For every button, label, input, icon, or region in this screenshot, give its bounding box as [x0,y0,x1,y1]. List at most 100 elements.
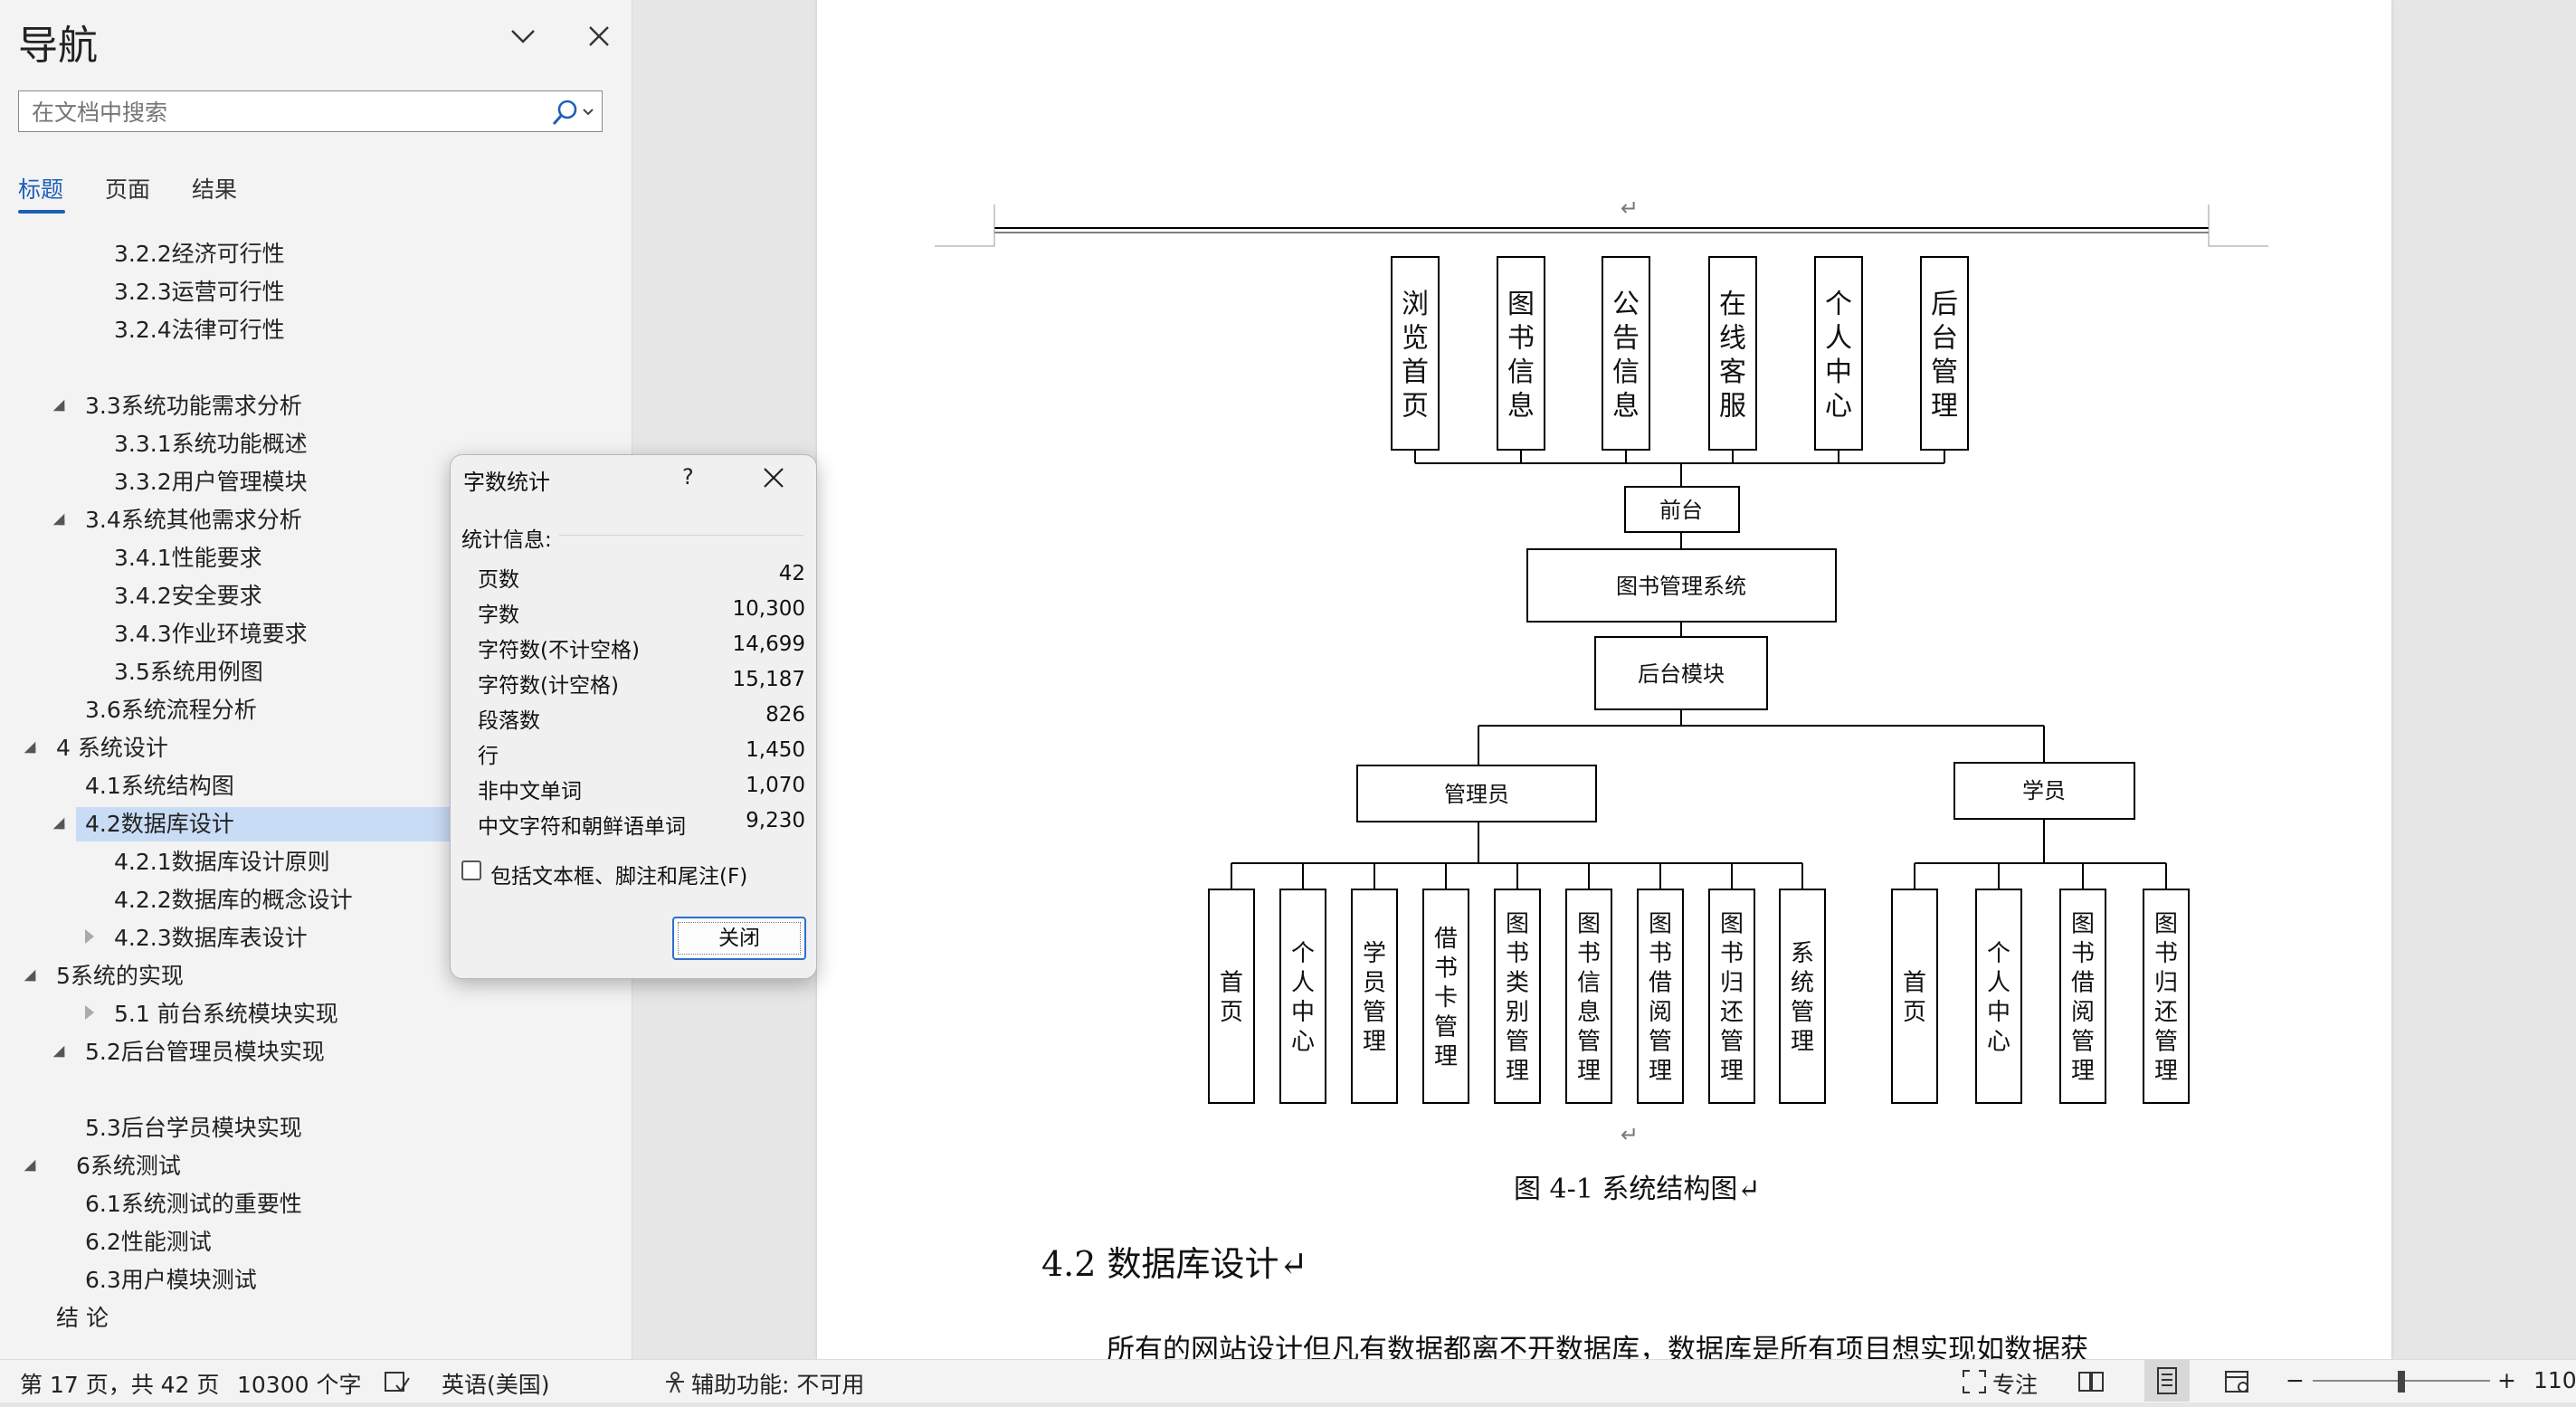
search-icon[interactable] [549,97,596,128]
stat-label: 非中文单词 [478,780,582,803]
nav-heading-item[interactable]: 4.2.2数据库的概念设计 [114,887,353,913]
zoom-out-button[interactable]: − [2286,1367,2305,1393]
stat-label: 字符数(不计空格) [478,639,640,662]
nav-heading-item[interactable]: 5.2后台管理员模块实现 [85,1039,325,1065]
accessibility-icon [666,1372,684,1393]
nav-heading-item[interactable]: 3.6系统流程分析 [85,697,257,723]
admin-module-label: 图书类别管理 [1506,911,1529,1086]
nav-heading-item[interactable]: 3.4.1性能要求 [114,545,262,571]
proofing-icon[interactable] [384,1371,411,1394]
stat-value: 14,699 [732,632,805,656]
nav-heading-item[interactable]: 3.2.3运营可行性 [114,279,285,305]
stat-label: 中文字符和朝鲜语单词 [478,815,686,839]
expand-caret-icon[interactable] [85,929,94,944]
tab-results[interactable]: 结果 [192,176,238,203]
nav-heading-item[interactable]: 3.4系统其他需求分析 [85,507,302,533]
collapse-caret-icon[interactable] [52,513,65,526]
accessibility-status[interactable]: 辅助功能: 不可用 [691,1372,865,1398]
collapse-caret-icon[interactable] [52,399,65,412]
help-button[interactable]: ? [682,464,694,490]
nav-heading-item[interactable]: 4.2.1数据库设计原则 [114,849,330,875]
nav-heading-item[interactable]: 5.1 前台系统模块实现 [114,1001,338,1027]
stat-row: 字符数(不计空格) 14,699 [478,632,805,667]
stat-label: 字数 [478,604,519,627]
admin-module-label: 图书借阅管理 [1649,911,1672,1086]
stat-label: 段落数 [478,709,540,733]
node-front: 前台 [1659,498,1703,523]
student-module-label: 个人中心 [1987,940,2010,1056]
language-indicator[interactable]: 英语(美国) [442,1372,550,1398]
body-paragraph: 所有的网站设计但凡有数据都离不开数据库，数据库是所有项目想实现如数据获 [1107,1334,2088,1359]
tab-headings[interactable]: 标题 [18,176,64,203]
close-icon[interactable] [760,464,787,491]
nav-heading-item[interactable]: 4 系统设计 [56,735,168,761]
nav-heading-item[interactable]: 6.1系统测试的重要性 [85,1191,302,1217]
stat-row: 字符数(计空格)15,187 [478,668,805,702]
nav-heading-item-selected[interactable]: 4.2数据库设计 [76,807,458,841]
nav-heading-item[interactable]: 6.2性能测试 [85,1229,212,1255]
nav-heading-item[interactable]: 6系统测试 [76,1153,181,1179]
nav-heading-item[interactable]: 3.4.3作业环境要求 [114,621,308,647]
nav-heading-item[interactable]: 6.3用户模块测试 [85,1267,257,1293]
admin-module-label: 图书信息管理 [1577,911,1601,1086]
node-system: 图书管理系统 [1616,574,1746,599]
nav-heading-item[interactable]: 3.2.4法律可行性 [114,317,285,343]
zoom-level[interactable]: 110 [2533,1367,2576,1393]
print-layout-button[interactable] [2144,1360,2190,1402]
focus-icon[interactable] [1962,1369,1987,1394]
nav-heading-item[interactable]: 3.5系统用例图 [114,659,263,685]
top-module-label: 图书信息 [1507,289,1535,423]
expand-caret-icon[interactable] [85,1005,94,1020]
stat-value: 15,187 [732,668,805,691]
stat-value: 1,450 [746,738,805,762]
nav-heading-item[interactable]: 3.3.2用户管理模块 [114,469,308,495]
stat-value: 1,070 [746,774,805,797]
read-mode-icon[interactable] [2077,1369,2105,1394]
nav-heading-item[interactable]: 4.2.3数据库表设计 [114,925,308,951]
paragraph-mark: ↵ [1621,1122,1639,1147]
collapse-caret-icon[interactable] [52,1045,65,1058]
nav-heading-item[interactable]: 3.4.2安全要求 [114,583,262,609]
zoom-in-button[interactable]: + [2497,1367,2516,1393]
tab-pages[interactable]: 页面 [105,176,151,203]
figure-caption: 图 4-1 系统结构图↵ [1514,1174,1761,1205]
admin-module-label: 个人中心 [1291,940,1315,1056]
node-admin: 管理员 [1444,782,1509,807]
stat-value: 9,230 [746,809,805,832]
close-icon[interactable] [583,20,615,52]
search-box [18,90,603,132]
top-module-label: 公告信息 [1612,289,1640,423]
nav-heading-item[interactable]: 3.2.2经济可行性 [114,241,285,267]
nav-heading-item[interactable]: 3.3.1系统功能概述 [114,431,308,457]
system-structure-diagram: ↵ [935,195,2268,1359]
collapse-caret-icon[interactable] [24,741,36,754]
web-layout-icon[interactable] [2224,1369,2251,1394]
dialog-title: 字数统计 [463,470,550,495]
nav-heading-item[interactable]: 3.3系统功能需求分析 [85,393,302,419]
checkbox-label: 包括文本框、脚注和尾注(F) [490,865,748,889]
nav-heading-item[interactable]: 4.1系统结构图 [85,773,234,799]
statistics-label: 统计信息: [461,528,552,552]
collapse-caret-icon[interactable] [24,1159,36,1172]
nav-heading-item[interactable]: 5.3后台学员模块实现 [85,1115,302,1141]
nav-heading-item[interactable]: 结 论 [56,1305,109,1331]
student-module-label: 图书归还管理 [2154,911,2178,1086]
chevron-down-icon[interactable] [507,20,539,52]
search-input[interactable] [30,97,540,128]
word-count[interactable]: 10300 个字 [237,1372,362,1398]
collapse-caret-icon[interactable] [24,969,36,982]
collapse-caret-icon[interactable] [52,817,65,830]
close-button[interactable]: 关闭 [672,917,806,960]
zoom-slider-thumb[interactable] [2398,1371,2405,1393]
nav-heading-item[interactable]: 5系统的实现 [56,963,184,989]
admin-module-label: 借书卡管理 [1434,926,1458,1070]
page-count[interactable]: 第 17 页，共 42 页 [20,1372,220,1398]
focus-mode-label[interactable]: 专注 [1992,1372,2039,1398]
include-textboxes-checkbox[interactable] [461,860,481,880]
close-button-label: 关闭 [718,927,760,950]
